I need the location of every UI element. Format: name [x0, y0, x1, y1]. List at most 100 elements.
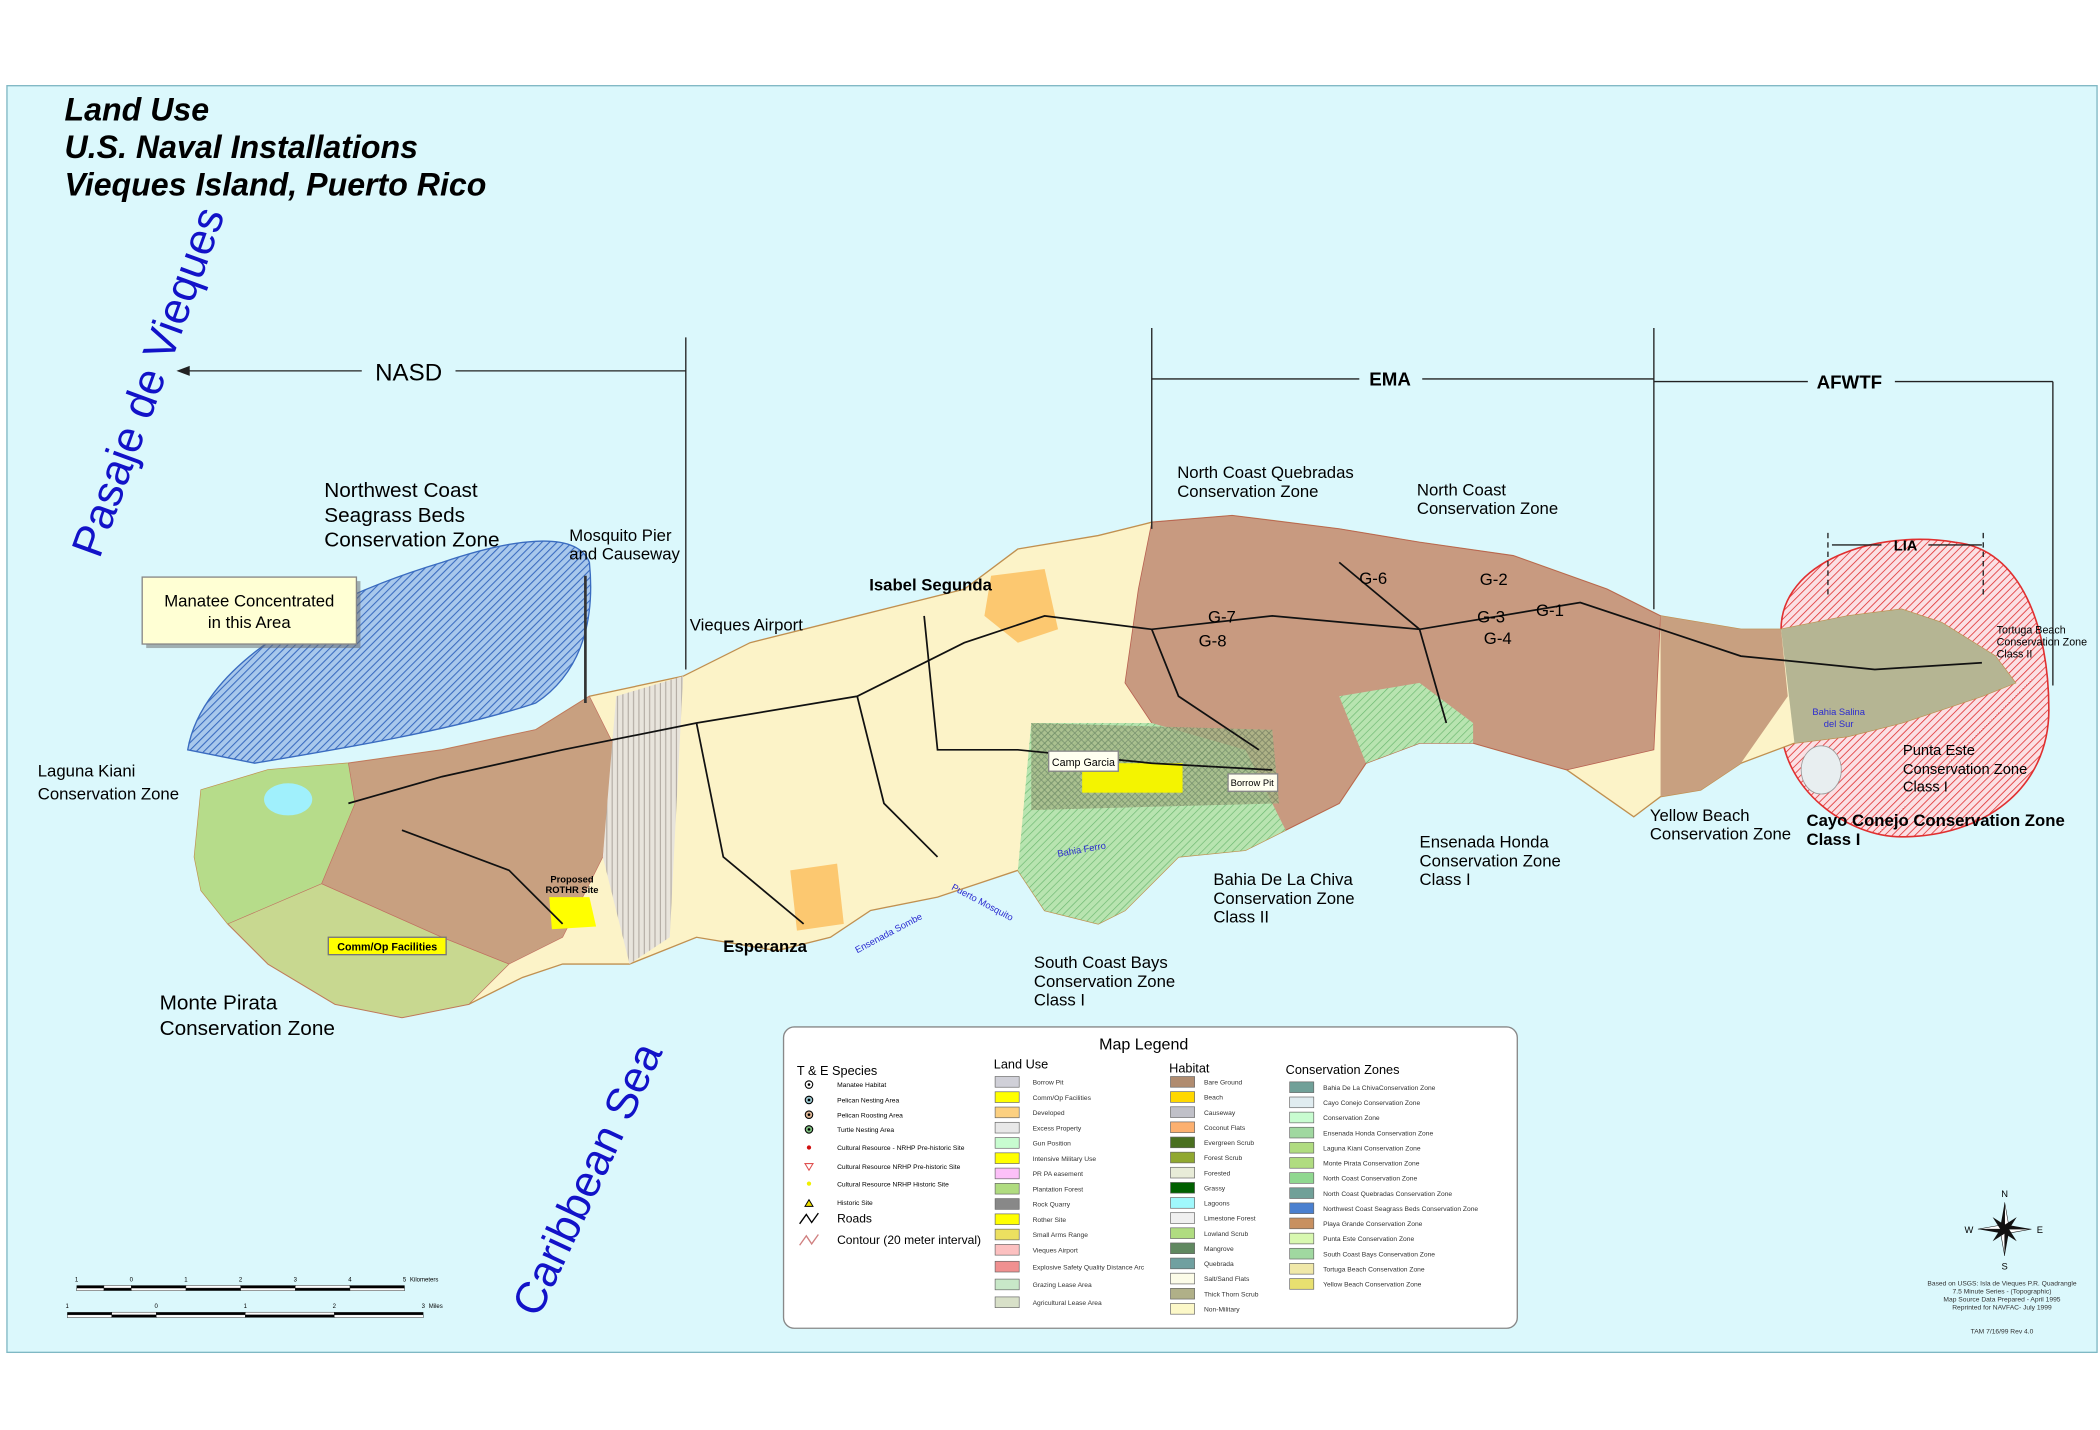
legend-label: Comm/Op Facilities — [1033, 1095, 1092, 1102]
legend-swatch — [1289, 1111, 1315, 1124]
legend-swatch — [1170, 1121, 1195, 1133]
afwtf-label: AFWTF — [1817, 371, 1883, 392]
map-title-line-2: U.S. Naval Installations — [65, 129, 419, 165]
legend-item-salt-sand-flats: Salt/Sand Flats — [1170, 1272, 1250, 1285]
legend-label: PR PA easement — [1033, 1171, 1084, 1178]
legend-label: Beach — [1204, 1095, 1223, 1102]
legend-label: Lowland Scrub — [1204, 1231, 1249, 1238]
legend-title: Map Legend — [1099, 1036, 1188, 1054]
legend-item-playa-grande-conservation-zone: Playa Grande Conservation Zone — [1289, 1217, 1423, 1230]
legend-label: Causeway — [1204, 1110, 1236, 1117]
legend-item-lowland-scrub: Lowland Scrub — [1170, 1227, 1249, 1239]
legend-swatch — [1289, 1142, 1315, 1154]
legend-swatch — [1170, 1227, 1195, 1239]
legend-item-plantation-forest: Plantation Forest — [994, 1183, 1083, 1195]
legend-item-cultural-resource-nrhp-pre-historic-site: Cultural Resource NRHP Pre-historic Site — [804, 1163, 961, 1172]
svg-text:Bahia De La Chiva: Bahia De La Chiva — [1213, 870, 1353, 889]
svg-text:Conservation Zone: Conservation Zone — [1177, 482, 1318, 501]
scale-tick-label: 3 — [422, 1304, 426, 1310]
legend-item-contour-20-meter-interval: Contour (20 meter interval) — [799, 1233, 981, 1247]
svg-text:Monte Pirata: Monte Pirata — [160, 992, 278, 1015]
ema-label: EMA — [1369, 369, 1411, 390]
scale-tick-label: 1 — [75, 1277, 79, 1283]
punta-este-label: Punta Este Conservation Zone Class I — [1903, 743, 2027, 795]
svg-text:Conservation Zone: Conservation Zone — [1650, 825, 1791, 844]
legend-swatch — [1289, 1126, 1315, 1139]
legend-swatch — [1170, 1106, 1195, 1118]
legend-label: Monte Pirata Conservation Zone — [1323, 1161, 1420, 1168]
legend-label: Lagoons — [1204, 1201, 1230, 1208]
yellow-beach-label: Yellow Beach Conservation Zone — [1650, 806, 1791, 844]
legend-item-tortuga-beach-conservation-zone: Tortuga Beach Conservation Zone — [1289, 1263, 1425, 1275]
legend-heading-conservation: Conservation Zones — [1286, 1062, 1400, 1077]
legend-label: Forest Scrub — [1204, 1155, 1243, 1162]
legend-item-pr-pa-easement: PR PA easement — [994, 1167, 1084, 1180]
svg-text:Conservation Zone: Conservation Zone — [160, 1017, 335, 1040]
afwtf-west-area — [1660, 615, 1788, 797]
scale-tick-label: 1 — [184, 1277, 188, 1283]
map-title-line-1: Land Use — [65, 92, 210, 128]
svg-text:Northwest Coast: Northwest Coast — [324, 479, 478, 502]
legend-label: Manatee Habitat — [837, 1082, 886, 1089]
legend-item-cayo-conejo-conservation-zone: Cayo Conejo Conservation Zone — [1289, 1096, 1420, 1109]
svg-text:Manatee Concentrated: Manatee Concentrated — [164, 592, 334, 611]
svg-text:Class I: Class I — [1903, 779, 1948, 795]
legend-item-conservation-zone: Conservation Zone — [1289, 1111, 1380, 1124]
svg-text:Conservation Zone: Conservation Zone — [1903, 762, 2027, 778]
legend-label: Thick Thorn Scrub — [1204, 1291, 1259, 1298]
legend-item-north-coast-quebradas-conservation-zone: North Coast Quebradas Conservation Zone — [1289, 1187, 1452, 1199]
nw-seagrass-label: Northwest Coast Seagrass Beds Conservati… — [324, 479, 499, 552]
svg-text:Based on USGS: Isla de Vieques: Based on USGS: Isla de Vieques P.R. Quad… — [1927, 1280, 2076, 1287]
legend-label: Gun Position — [1033, 1141, 1072, 1148]
svg-text:N: N — [2001, 1189, 2008, 1199]
lia-label: LIA — [1894, 538, 1918, 554]
vieques-airport-label: Vieques Airport — [690, 616, 803, 635]
legend-swatch — [994, 1183, 1020, 1195]
legend-swatch — [994, 1278, 1020, 1291]
svg-text:Class I: Class I — [1420, 870, 1471, 889]
scale-tick-label: 2 — [333, 1304, 337, 1310]
comm-op-callout: Comm/Op Facilities — [327, 936, 447, 956]
legend-label: Pelican Roosting Area — [837, 1112, 903, 1119]
legend-swatch — [1289, 1187, 1315, 1199]
svg-text:Proposed: Proposed — [550, 874, 593, 884]
legend-swatch — [1289, 1172, 1315, 1184]
borrow-pit-callout: Borrow Pit — [1227, 773, 1279, 792]
legend-swatch — [994, 1296, 1020, 1308]
camp-garcia-callout: Camp Garcia — [1047, 750, 1119, 772]
legend-label: Grazing Lease Area — [1033, 1282, 1092, 1289]
scale-tick-label: 3 — [294, 1277, 298, 1283]
legend-label: Grassy — [1204, 1185, 1226, 1192]
svg-text:Reprinted for NAVFAC- July 199: Reprinted for NAVFAC- July 1999 — [1952, 1304, 2052, 1311]
north-coast-label: North Coast Conservation Zone — [1417, 480, 1558, 518]
legend-label: Coconut Flats — [1204, 1125, 1246, 1132]
legend-heading-habitat: Habitat — [1169, 1061, 1210, 1076]
legend-item-turtle-nesting-area: Turtle Nesting Area — [804, 1125, 894, 1134]
legend-swatch — [994, 1091, 1020, 1103]
legend-label: Laguna Kiani Conservation Zone — [1323, 1145, 1421, 1152]
legend-label: Small Arms Range — [1033, 1232, 1089, 1239]
svg-text:Conservation Zone: Conservation Zone — [324, 528, 499, 551]
legend-swatch — [994, 1152, 1020, 1164]
legend-item-bare-ground: Bare Ground — [1170, 1076, 1243, 1088]
legend-item-excess-property: Excess Property — [994, 1121, 1082, 1134]
scale-unit-label: Miles — [429, 1304, 443, 1310]
legend-item-thick-thorn-scrub: Thick Thorn Scrub — [1170, 1288, 1259, 1300]
legend-label: Explosive Safety Quality Distance Arc — [1033, 1264, 1145, 1271]
legend-item-vieques-airport: Vieques Airport — [994, 1244, 1078, 1256]
rothr-site — [549, 897, 597, 930]
isabel-segunda-label: Isabel Segunda — [869, 575, 992, 594]
legend-item-pelican-nesting-area: Pelican Nesting Area — [804, 1095, 899, 1105]
lia-area — [1781, 609, 2016, 744]
legend-label: Limestone Forest — [1204, 1216, 1256, 1223]
svg-text:G-3: G-3 — [1477, 608, 1505, 627]
legend-swatch — [1289, 1202, 1315, 1214]
legend-item-comm-op-facilities: Comm/Op Facilities — [994, 1091, 1092, 1103]
svg-text:E: E — [2037, 1225, 2043, 1235]
legend-item-lagoons: Lagoons — [1170, 1197, 1230, 1209]
svg-text:Comm/Op Facilities: Comm/Op Facilities — [337, 942, 437, 954]
division-lines — [176, 328, 2054, 686]
svg-text:Map Source Data Prepared - Apr: Map Source Data Prepared - April 1995 — [1943, 1296, 2060, 1303]
